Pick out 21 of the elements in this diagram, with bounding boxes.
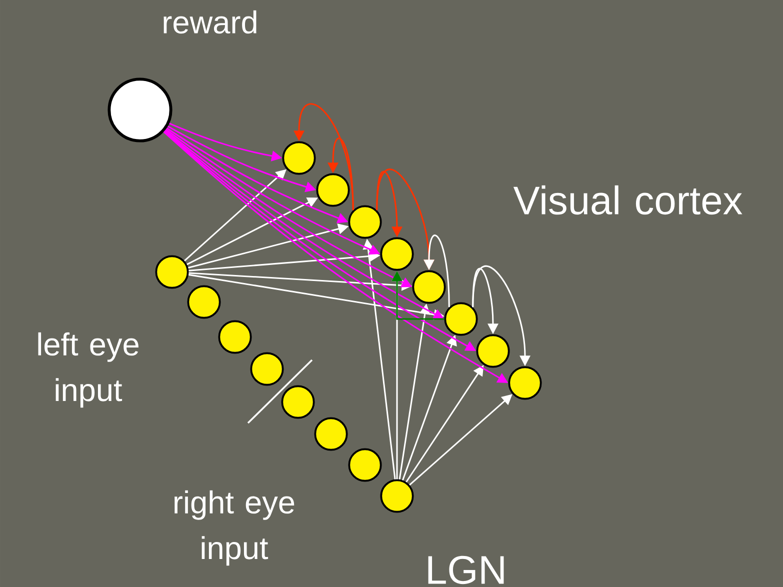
neuron-circle (348, 448, 382, 482)
neuron-circle (476, 334, 510, 368)
neuron-circle (380, 479, 414, 513)
neuron-circle (281, 385, 315, 419)
region-label: left eye input (38, 332, 138, 408)
neuron-circle (314, 417, 348, 451)
region-label: Visual cortex (513, 185, 742, 215)
neuron-circle (250, 352, 284, 386)
neuron-circle (155, 255, 189, 289)
neuron-circle (187, 285, 221, 319)
neuron-circle (218, 320, 252, 354)
neuron-circle (348, 205, 382, 239)
neuron-circle (380, 237, 414, 271)
neuron-circle (444, 302, 478, 336)
neuron-circle (412, 270, 446, 304)
neuron-circle (282, 141, 316, 175)
neuron-circle (508, 366, 542, 400)
region-label: LGN (428, 556, 504, 584)
node-label: reward (164, 10, 256, 34)
region-label: right eye input (174, 490, 294, 566)
neuron-circle (316, 173, 350, 207)
